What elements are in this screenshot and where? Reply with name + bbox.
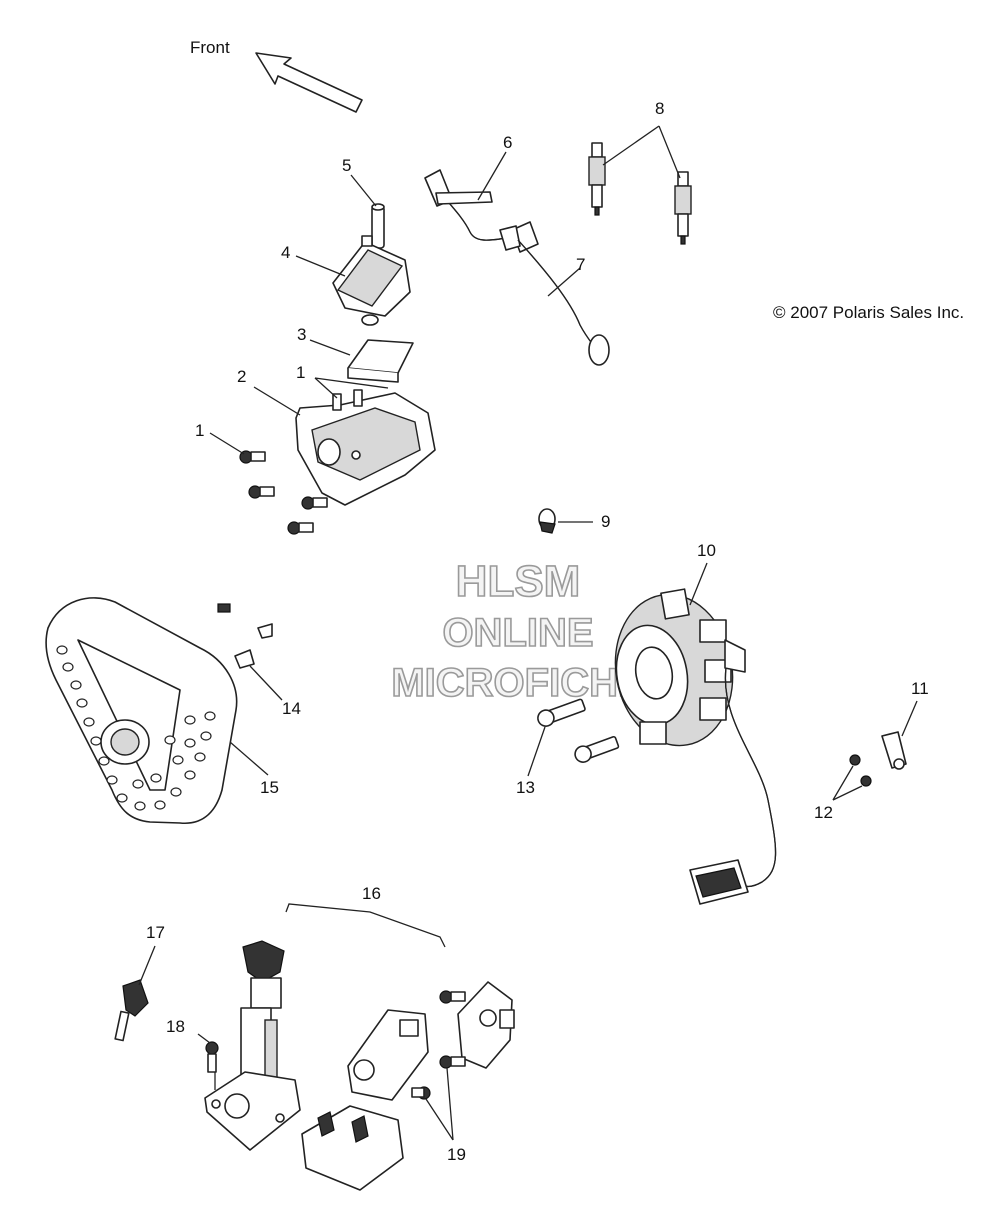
watermark-line-1: HLSM — [456, 557, 581, 606]
part-9-clip — [538, 508, 556, 534]
part-1-screws — [239, 450, 328, 535]
part-3-bracket — [347, 339, 414, 383]
callout-16: 16 — [362, 884, 381, 903]
callout-6: 6 — [503, 133, 512, 152]
stator-connector — [689, 859, 749, 905]
callout-13: 13 — [516, 778, 535, 797]
part-19-screws — [411, 990, 466, 1100]
part-16-ignition-switch — [204, 940, 301, 1151]
callout-4: 4 — [281, 243, 290, 262]
callout-12: 12 — [814, 803, 833, 822]
part-7-plug-wire — [499, 225, 610, 366]
part-15-key-bezel — [45, 597, 238, 825]
part-12-screws — [849, 754, 872, 787]
part-13-bolts — [537, 698, 620, 763]
watermark: HLSM ONLINE MICROFICHE — [391, 556, 646, 706]
callout-5: 5 — [342, 156, 351, 175]
part-6-coil-wire — [424, 169, 539, 253]
part-16-switch-contacts — [301, 981, 515, 1191]
copyright-text: © 2007 Polaris Sales Inc. — [773, 303, 964, 322]
callout-3: 3 — [297, 325, 306, 344]
front-label: Front — [190, 38, 230, 57]
callout-10: 10 — [697, 541, 716, 560]
callout-17: 17 — [146, 923, 165, 942]
part-17-key — [114, 979, 149, 1042]
part-5-pin — [371, 203, 385, 249]
part-11-clamp — [881, 731, 907, 770]
part-8-spark-plugs — [588, 142, 692, 245]
callout-1-left: 1 — [195, 421, 204, 440]
callout-8: 8 — [655, 99, 664, 118]
callout-9: 9 — [601, 512, 610, 531]
callout-1-top: 1 — [296, 363, 305, 382]
callout-2: 2 — [237, 367, 246, 386]
callout-11: 11 — [911, 679, 929, 698]
part-4-ignition-coil — [332, 235, 411, 326]
callout-15: 15 — [260, 778, 279, 797]
part-18-screw — [205, 1041, 219, 1073]
part-10-stator — [614, 588, 777, 888]
callout-19: 19 — [447, 1145, 466, 1164]
callout-18: 18 — [166, 1017, 185, 1036]
front-arrow-icon — [255, 52, 363, 113]
callout-14: 14 — [282, 699, 301, 718]
watermark-line-3: MICROFICHE — [391, 661, 644, 705]
part-14-clips — [217, 603, 273, 669]
part-2-mounting-bracket — [295, 389, 436, 506]
part-16-grouping-bracket — [285, 903, 446, 948]
watermark-line-2: ONLINE — [442, 611, 593, 655]
callout-7: 7 — [576, 255, 585, 274]
